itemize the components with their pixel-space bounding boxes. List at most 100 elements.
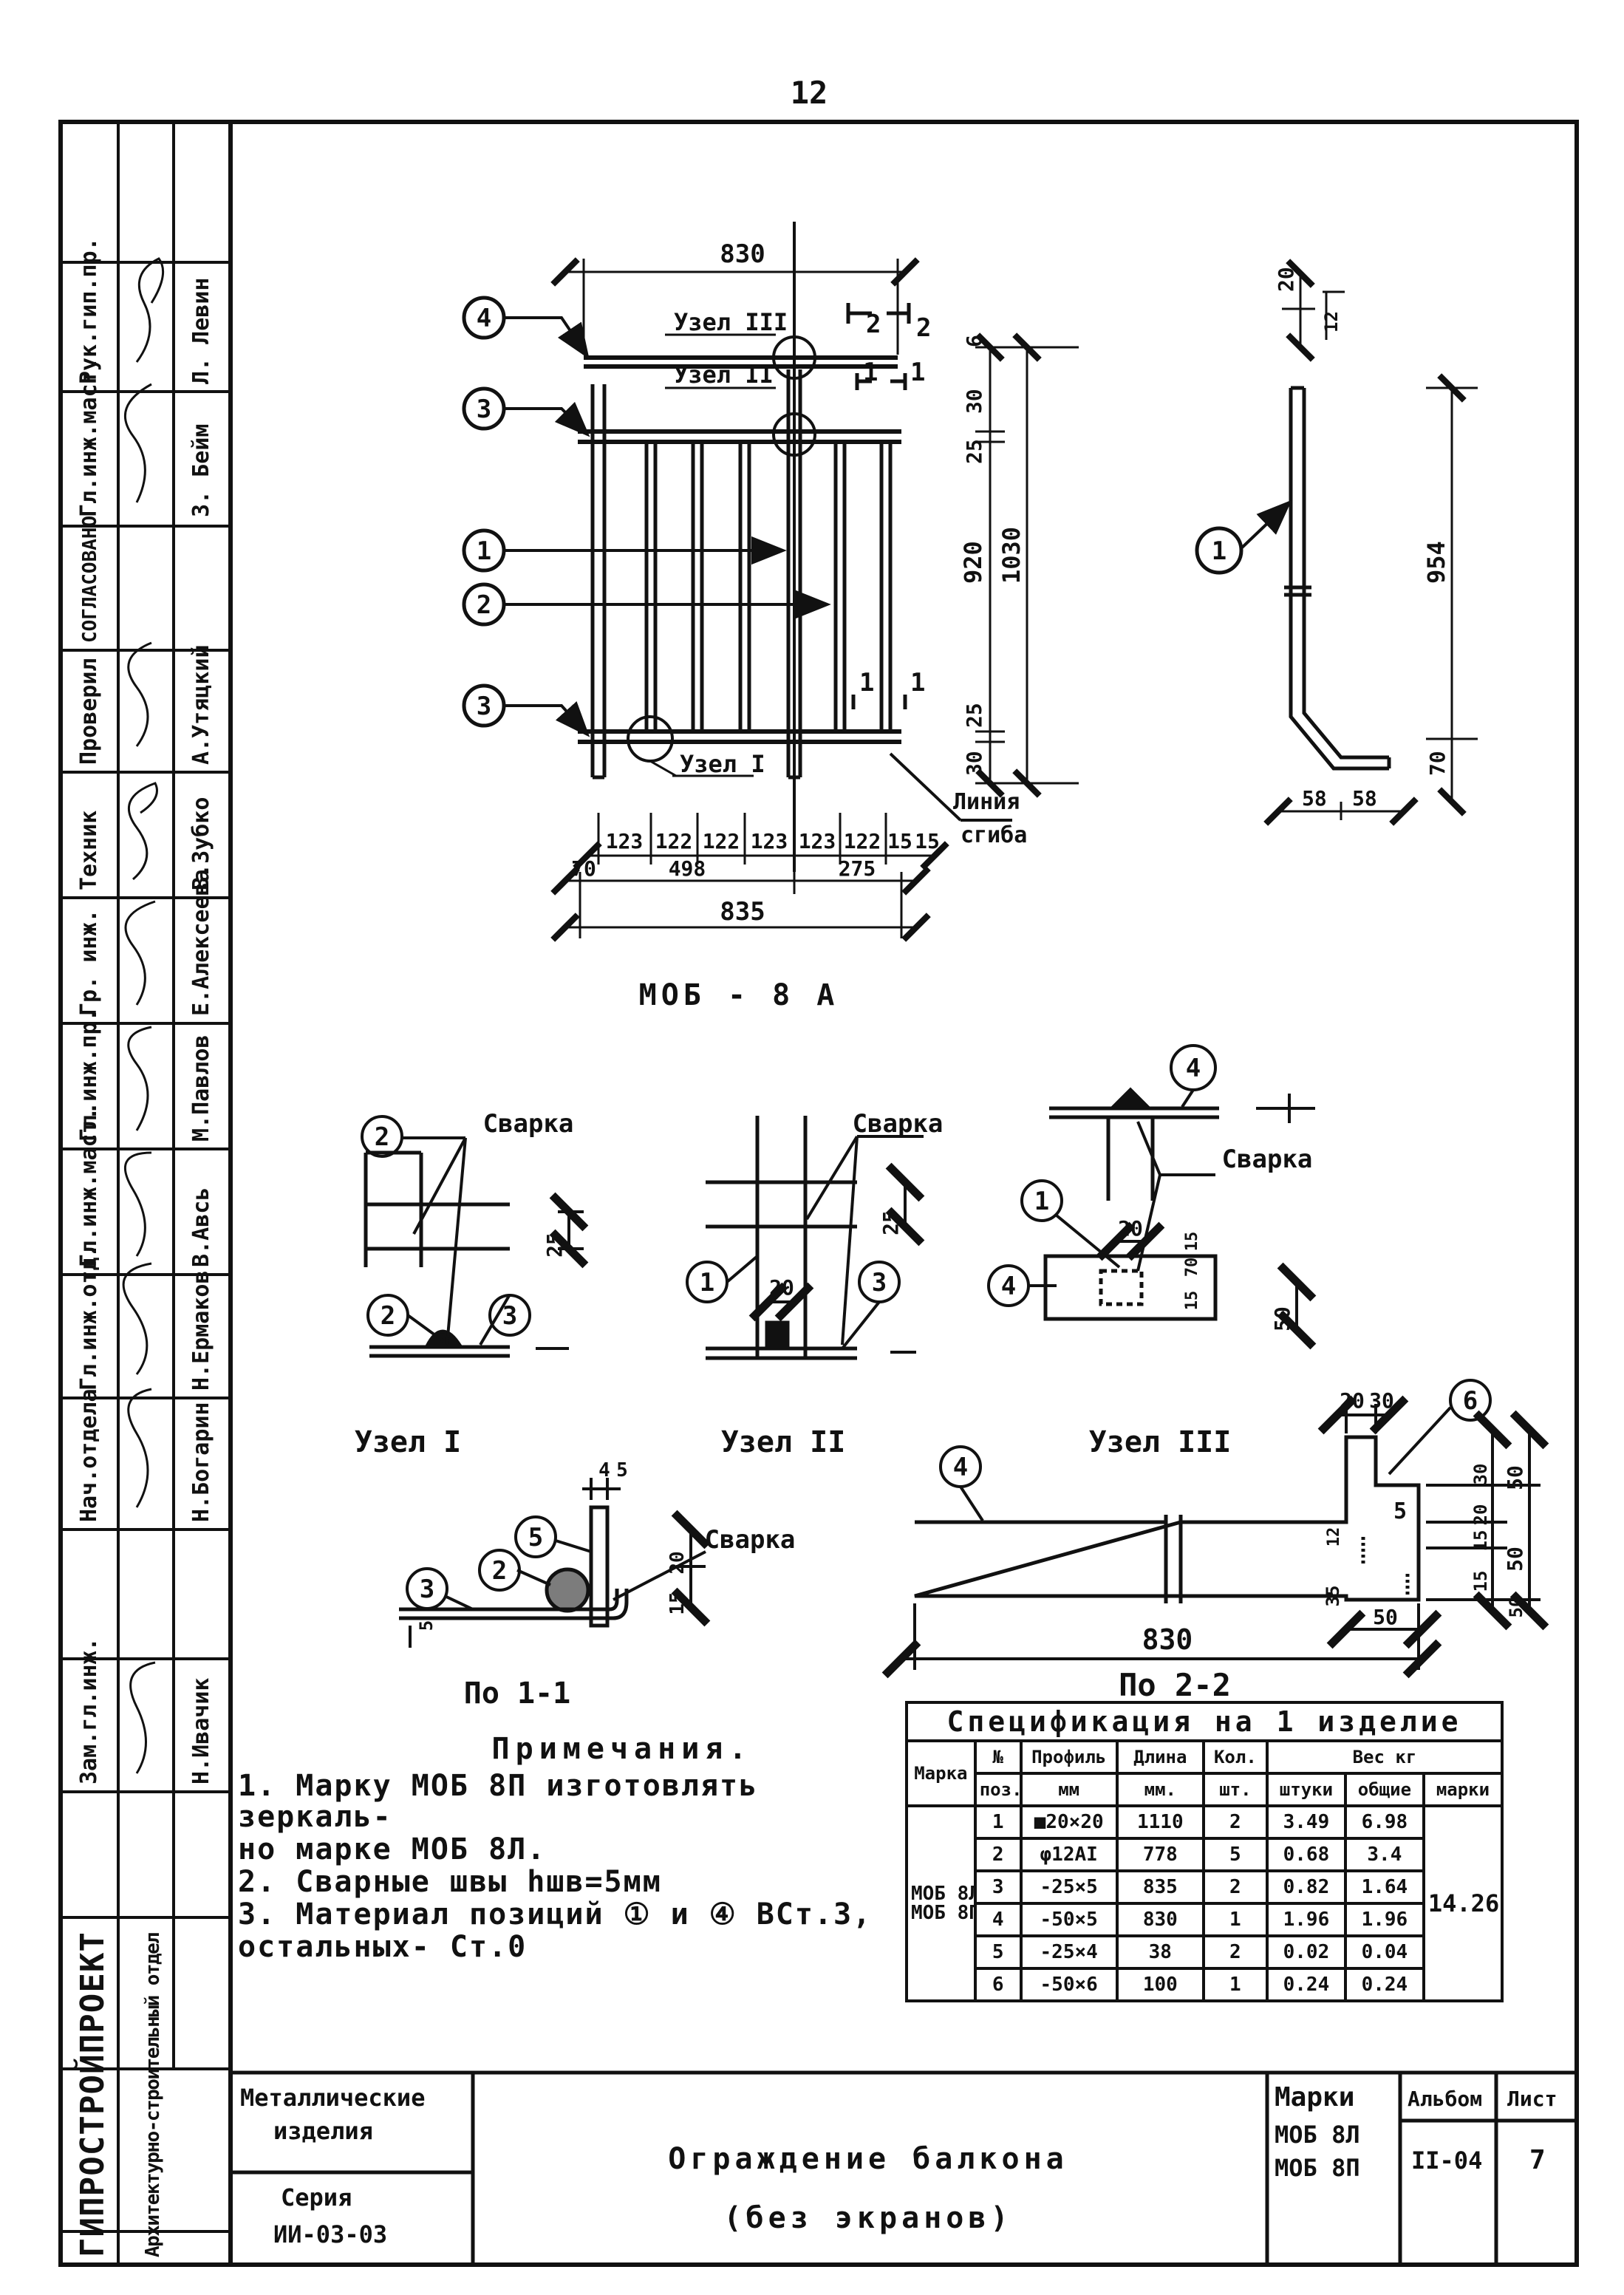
s22-dim-30b: 30 (1470, 1464, 1491, 1485)
pitch-6: 122 (844, 829, 881, 853)
s22-dim-50a: 50 (1503, 1465, 1527, 1490)
sec-mark-2b: 2 (916, 313, 931, 343)
stamp-name-9: Н.Богарин (188, 1402, 214, 1522)
spec-h-pos-1: № (973, 1739, 1023, 1775)
n1-title: Узел I (355, 1425, 462, 1459)
tb-sheet: 7 (1529, 2145, 1546, 2175)
spec-r3-piece: 0.82 (1265, 1869, 1347, 1905)
stamp-name-1: Л. Левин (188, 278, 214, 385)
page-number: 12 (791, 75, 828, 111)
s11-title: По 1-1 (464, 1677, 571, 1711)
s11-dim-15: 15 (666, 1592, 689, 1614)
s22-dim-15: 15 (1470, 1530, 1491, 1552)
tb-marks-label: Марки (1275, 2082, 1354, 2112)
spec-title: Спецификация на 1 изделие (905, 1701, 1504, 1742)
stamp-role-9: Нач.отдела (76, 1388, 102, 1522)
note-3: 3. Материал позиций ① и ④ ВСт.3, (238, 1897, 873, 1931)
spec-mark-1: МОБ 8Л (911, 1883, 975, 1905)
stamp-role-3: Проверил (76, 658, 102, 765)
side-view: 1 954 70 58 58 20 12 (1195, 259, 1478, 826)
spec-h-mass: Вес кг (1265, 1739, 1504, 1775)
sec-mark-1b: 1 (910, 358, 925, 387)
dim-30-bottom: 30 (962, 751, 986, 776)
spec-r1-pos: 1 (973, 1804, 1023, 1840)
spec-r6-total: 0.24 (1343, 1967, 1425, 2002)
stamp-name-10: Н.Ивачик (188, 1678, 214, 1785)
n3-callout-4b: 4 (1001, 1272, 1016, 1301)
front-view: 4 3 1 2 3 Узел III Узел II Узел I Линия … (462, 222, 1079, 1012)
tb-album-label: Альбом (1408, 2087, 1482, 2111)
spec-r6-prof: -50×6 (1019, 1967, 1119, 2002)
dim-15b: 15 (915, 829, 940, 853)
dim-275: 275 (839, 856, 876, 881)
dim-954: 954 (1422, 541, 1450, 584)
dim-70: 70 (1425, 751, 1450, 776)
n3-callout-4a: 4 (1186, 1054, 1201, 1083)
note-2: 2. Сварные швы hшв=5мм (238, 1865, 662, 1899)
spec-r5-qty: 2 (1201, 1934, 1269, 1970)
s22-dim-50d: 50 (1506, 1597, 1526, 1618)
stamp-role-8: Гл.инж.отд. (76, 1244, 102, 1391)
spec-h-piece: штуки (1265, 1772, 1347, 1807)
s11-dim-4: 4 (598, 1459, 610, 1481)
s22-title: По 2-2 (1119, 1667, 1231, 1703)
stamp-role-1: Рук.гип.пр. (76, 237, 102, 384)
n2-dim-25: 25 (878, 1210, 903, 1235)
n2-weld: Сварка (853, 1109, 944, 1139)
section-2-2: 4 6 830 20 30 5 20 30 15 50 15 50 35 50 … (881, 1379, 1549, 1703)
spec-r2-total: 3.4 (1343, 1837, 1425, 1872)
left-stamp (61, 122, 231, 2265)
spec-r3-prof: -25×5 (1019, 1869, 1119, 1905)
spec-r6-piece: 0.24 (1265, 1967, 1347, 2002)
dim-6: 6 (962, 335, 986, 347)
n3-dim-20: 20 (1118, 1216, 1143, 1241)
signatures (122, 257, 165, 1774)
n3-dim-50: 50 (1270, 1306, 1294, 1331)
tb-mark-1: МОБ 8Л (1275, 2121, 1360, 2149)
s11-dim-5: 5 (616, 1459, 628, 1481)
note-1: 1. Марку МОБ 8П изготовлять зеркаль- (238, 1769, 759, 1834)
callout-3a: 3 (477, 395, 491, 424)
n1-weld: Сварка (483, 1109, 574, 1139)
spec-r6-pos: 6 (973, 1967, 1023, 2002)
dim-58a: 58 (1302, 786, 1327, 811)
spec-h-mark: Марка (905, 1739, 977, 1807)
dim-1030: 1030 (997, 527, 1026, 584)
stamp-role-2: Гл.инж.маст. (76, 357, 102, 517)
spec-mark-mass: 14.26 (1422, 1804, 1504, 2002)
spec-r6-qty: 1 (1201, 1967, 1269, 2002)
note-3-cont: остальных- Ст.0 (238, 1930, 528, 1964)
stamp-name-7: В.Авсь (188, 1187, 214, 1267)
spec-h-total: общие (1343, 1772, 1425, 1807)
s22-dim-830: 830 (1142, 1623, 1193, 1656)
node-2: 1 3 Сварка 25 20 Узел II (686, 1109, 944, 1459)
pitch-3: 122 (703, 829, 740, 853)
stamp-name-2: З. Бейм (188, 424, 214, 517)
spec-r3-pos: 3 (973, 1869, 1023, 1905)
s11-weld: Сварка (705, 1525, 796, 1555)
spec-r4-total: 1.96 (1343, 1902, 1425, 1937)
spec-r2-pos: 2 (973, 1837, 1023, 1872)
spec-r6-len: 100 (1115, 1967, 1205, 2002)
sec-mark-1d: 1 (910, 668, 925, 698)
tb-category-2: изделия (273, 2117, 373, 2145)
tb-series-label: Серия (281, 2183, 352, 2212)
node-label-1: Узел I (680, 750, 765, 778)
spec-h-pos-2: поз. (973, 1772, 1023, 1807)
bend-line-2: сгиба (961, 822, 1027, 848)
spec-h-marks: марки (1422, 1772, 1504, 1807)
stamp-role-4: Техник (76, 811, 102, 890)
stamp-org: ГИПРОСТРОЙПРОЕКТ (72, 1932, 112, 2257)
front-view-title: МОБ - 8 А (639, 978, 839, 1012)
spec-h-qty-2: шт. (1201, 1772, 1269, 1807)
callout-2: 2 (477, 590, 491, 620)
dim-835: 835 (720, 897, 765, 927)
spec-r1-qty: 2 (1201, 1804, 1269, 1840)
spec-mark-2: МОБ 8П (911, 1902, 975, 1924)
pitch-1: 123 (606, 829, 644, 853)
spec-r2-qty: 5 (1201, 1837, 1269, 1872)
stamp-org-sub: Архитектурно-строительный отдел (142, 1932, 164, 2257)
s22-dim-20: 20 (1340, 1388, 1365, 1413)
spec-r4-pos: 4 (973, 1902, 1023, 1937)
